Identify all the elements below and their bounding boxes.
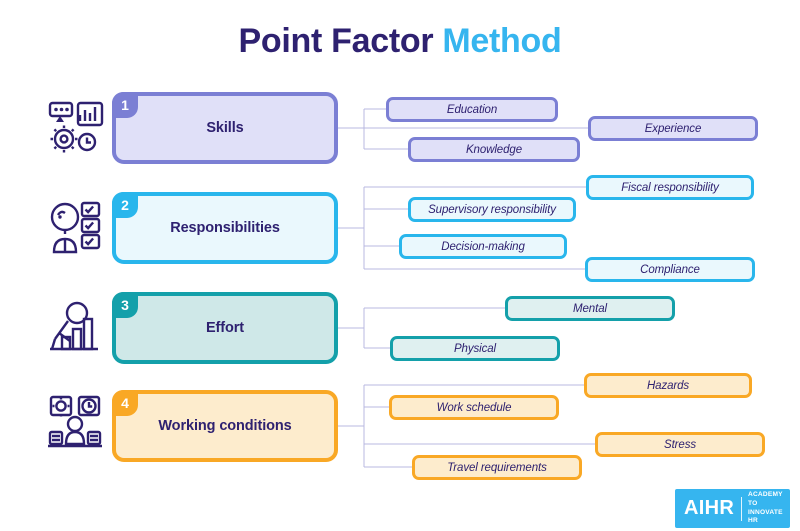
logo-tagline-line2: INNOVATE HR — [748, 508, 783, 525]
logo-tagline-line1: ACADEMY TO — [748, 491, 783, 507]
subitem-fiscal-responsibility[interactable]: Fiscal responsibility — [586, 175, 754, 200]
title-part-accent: Method — [442, 22, 562, 60]
category-box-effort[interactable]: 3 Effort — [112, 292, 338, 364]
logo-divider — [741, 496, 742, 521]
category-number-badge: 3 — [112, 292, 138, 318]
logo-tagline: ACADEMY TO INNOVATE HR — [748, 491, 790, 526]
subitem-decision-making[interactable]: Decision-making — [399, 234, 567, 259]
logo-wordmark: AIHR — [684, 497, 735, 519]
subitem-supervisory-responsibility[interactable]: Supervisory responsibility — [408, 197, 576, 222]
subitem-travel-requirements[interactable]: Travel requirements — [412, 455, 582, 480]
settings-gear-chart-icon — [46, 97, 106, 157]
person-pushing-chart-icon — [46, 297, 106, 357]
category-box-responsibilities[interactable]: 2 Responsibilities — [112, 192, 338, 264]
subitem-physical[interactable]: Physical — [390, 336, 560, 361]
subitem-experience[interactable]: Experience — [588, 116, 758, 141]
subitem-compliance[interactable]: Compliance — [585, 257, 755, 282]
subitem-stress[interactable]: Stress — [595, 432, 765, 457]
category-box-skills[interactable]: 1 Skills — [112, 92, 338, 164]
title-part-primary: Point Factor — [238, 22, 443, 60]
subitem-knowledge[interactable]: Knowledge — [408, 137, 580, 162]
page-title: Point Factor Method — [0, 22, 800, 61]
subitem-education[interactable]: Education — [386, 97, 558, 122]
subitem-hazards[interactable]: Hazards — [584, 373, 752, 398]
subitem-work-schedule[interactable]: Work schedule — [389, 395, 559, 420]
category-label: Responsibilities — [170, 220, 280, 236]
category-label: Skills — [206, 120, 244, 136]
person-checklist-icon — [46, 197, 106, 257]
category-label: Effort — [205, 320, 245, 336]
category-number-badge: 1 — [112, 92, 138, 118]
category-box-working-conditions[interactable]: 4 Working conditions — [112, 390, 338, 462]
worker-desk-clock-icon — [46, 392, 106, 452]
subitem-mental[interactable]: Mental — [505, 296, 675, 321]
aihr-logo: AIHR ACADEMY TO INNOVATE HR — [675, 489, 790, 528]
category-number-badge: 4 — [112, 390, 138, 416]
category-label: Working conditions — [158, 418, 292, 434]
category-number-badge: 2 — [112, 192, 138, 218]
